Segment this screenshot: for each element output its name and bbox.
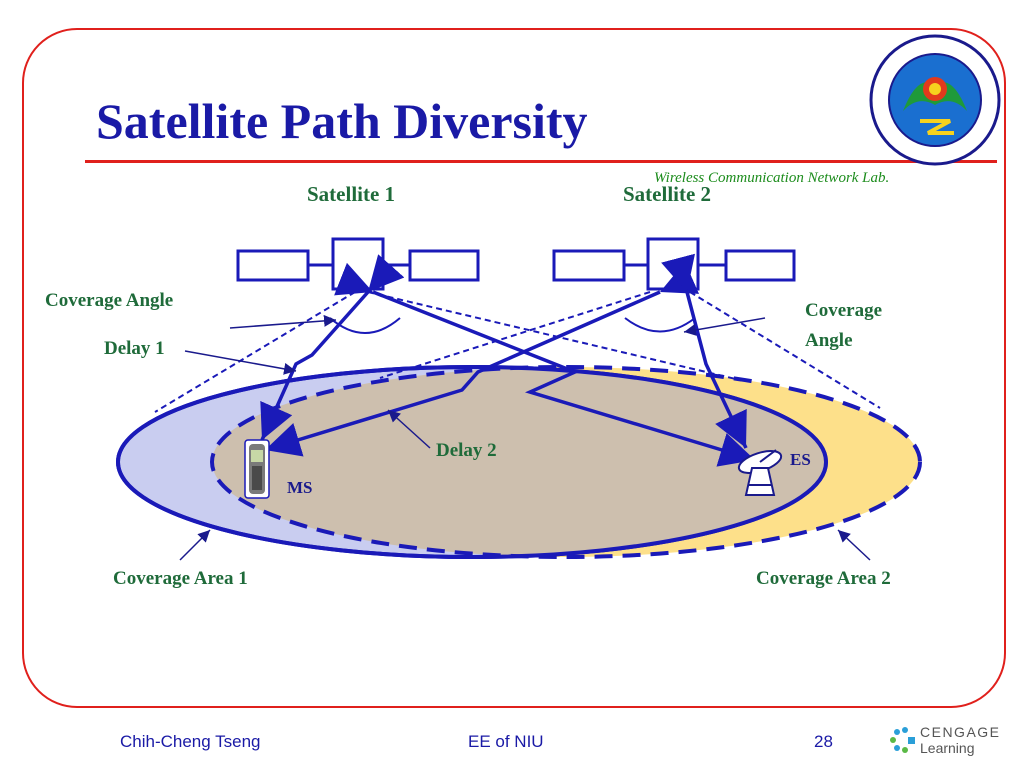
coverage-angle-right-label-line2: Angle xyxy=(805,330,853,351)
cengage-learning: Learning xyxy=(920,740,975,756)
cengage-logo: CENGAGE Learning xyxy=(888,722,1018,762)
label-pointers xyxy=(179,314,871,561)
footer-page-number: 28 xyxy=(814,732,833,751)
delay-2-label: Delay 2 xyxy=(436,440,497,461)
coverage-area-2-label: Coverage Area 2 xyxy=(756,568,891,589)
satellite-2-label: Satellite 2 xyxy=(623,182,712,206)
coverage-area-1-label: Coverage Area 1 xyxy=(113,568,248,589)
slide-title: Satellite Path Diversity xyxy=(96,93,588,149)
satellite-1-label: Satellite 1 xyxy=(307,182,396,206)
ms-label: MS xyxy=(287,478,313,497)
coverage-angle-left-label: Coverage Angle xyxy=(45,290,174,311)
sat2-es-path xyxy=(661,253,748,449)
satellite-2-icon xyxy=(552,237,796,291)
mobile-phone-icon xyxy=(244,439,270,499)
footer-department: EE of NIU xyxy=(468,732,544,751)
footer-author: Chih-Cheng Tseng xyxy=(120,732,261,751)
coverage-angle-arc-2 xyxy=(624,317,696,333)
title-underline xyxy=(85,160,997,163)
delay-1-label: Delay 1 xyxy=(104,338,165,359)
coverage-angle-right-label-line1: Coverage xyxy=(805,300,883,321)
es-label: ES xyxy=(790,450,811,469)
cengage-mark-icon xyxy=(890,727,915,753)
sat2-ms-path xyxy=(264,261,700,457)
signal-paths xyxy=(260,253,756,467)
satellite-dish-icon xyxy=(737,449,783,496)
cengage-name: CENGAGE xyxy=(920,724,1001,740)
coverage-area-2-outline xyxy=(210,367,826,557)
satellite-1-icon xyxy=(236,237,480,291)
university-logo xyxy=(869,34,1001,166)
slide-frame xyxy=(22,28,1006,708)
lab-name: Wireless Communication Network Lab. xyxy=(654,170,890,186)
